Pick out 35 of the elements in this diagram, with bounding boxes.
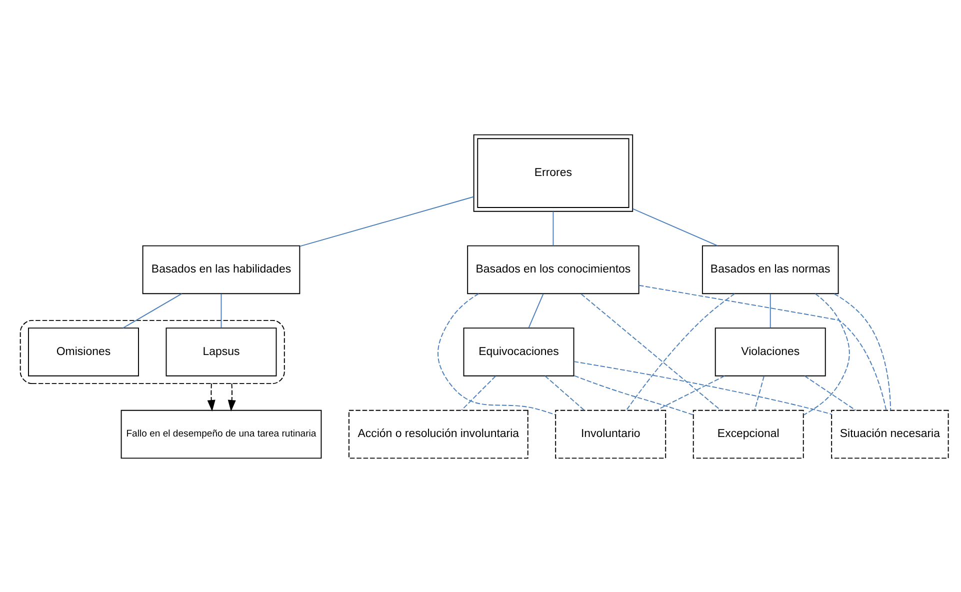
node-box: Omisiones	[28, 327, 139, 376]
connector	[552, 210, 554, 246]
node-box: Excepcional	[692, 409, 804, 458]
connector	[544, 375, 585, 410]
connector	[834, 292, 892, 410]
node-box: Lapsus	[166, 327, 277, 376]
arrow	[207, 382, 216, 412]
node-box: Fallo en el desempeño de una tarea rutinaria	[120, 409, 322, 458]
node-box: Errores	[473, 134, 634, 212]
node-box: Equivocaciones	[463, 327, 574, 376]
connector	[438, 292, 556, 415]
node-box: Basados en las normas	[702, 244, 839, 294]
node-box: Acción o resolución involuntaria	[348, 409, 528, 458]
connector	[626, 292, 736, 410]
connector	[770, 292, 771, 328]
connector	[656, 375, 726, 410]
arrow	[228, 382, 236, 412]
connector	[461, 375, 496, 410]
connector	[528, 292, 544, 328]
connector	[580, 293, 722, 410]
connector	[638, 284, 887, 410]
connector	[754, 375, 764, 410]
cluster	[20, 319, 285, 384]
connector	[574, 374, 694, 415]
connector	[220, 292, 222, 328]
connector	[632, 208, 718, 246]
node-box: Involuntario	[555, 409, 666, 458]
connector	[573, 360, 832, 414]
connector	[803, 292, 850, 415]
node-box: Basados en las habilidades	[142, 244, 300, 294]
connector	[299, 196, 474, 246]
node-box: Violaciones	[714, 327, 826, 376]
node-box: Basados en los conocimientos	[467, 244, 640, 294]
connector	[804, 375, 856, 410]
node-box: Situación necesaria	[831, 409, 949, 458]
